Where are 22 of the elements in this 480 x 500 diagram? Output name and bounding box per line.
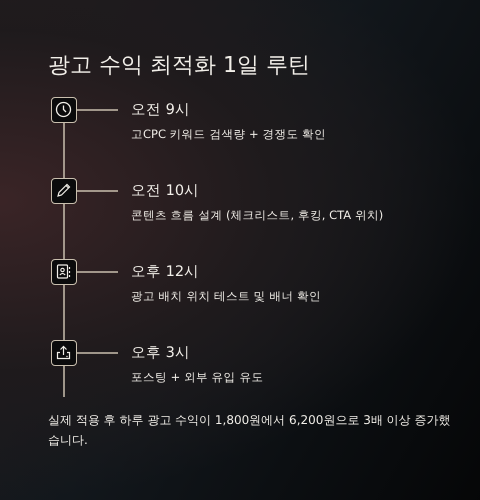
task-description: 포스팅 + 외부 유입 유도 [131, 370, 264, 385]
connector-line [63, 123, 65, 178]
connector-line [77, 352, 118, 354]
time-label: 오후 12시 [131, 263, 200, 281]
task-description: 고CPC 키워드 검색량 + 경쟁도 확인 [131, 127, 326, 142]
icon-box [51, 97, 77, 123]
summary-note: 실제 적용 후 하루 광고 수익이 1,800원에서 6,200원으로 3배 이상 증가했습니다. [48, 412, 452, 449]
time-label: 오전 9시 [131, 101, 191, 119]
connector-line [77, 109, 118, 111]
time-label: 오후 3시 [131, 344, 191, 362]
icon-box [51, 259, 77, 285]
icon-box [51, 340, 77, 366]
title: 광고 수익 최적화 1일 루틴 [48, 52, 310, 80]
connector-line [63, 204, 65, 259]
connector-line [77, 190, 118, 192]
task-description: 광고 배치 위치 테스트 및 배너 확인 [131, 289, 321, 304]
connector-line [77, 271, 118, 273]
task-description: 콘텐츠 흐름 설계 (체크리스트, 후킹, CTA 위치) [131, 208, 384, 223]
connector-line [63, 366, 65, 397]
time-label: 오전 10시 [131, 182, 200, 200]
connector-line [63, 285, 65, 340]
icon-box [51, 178, 77, 204]
